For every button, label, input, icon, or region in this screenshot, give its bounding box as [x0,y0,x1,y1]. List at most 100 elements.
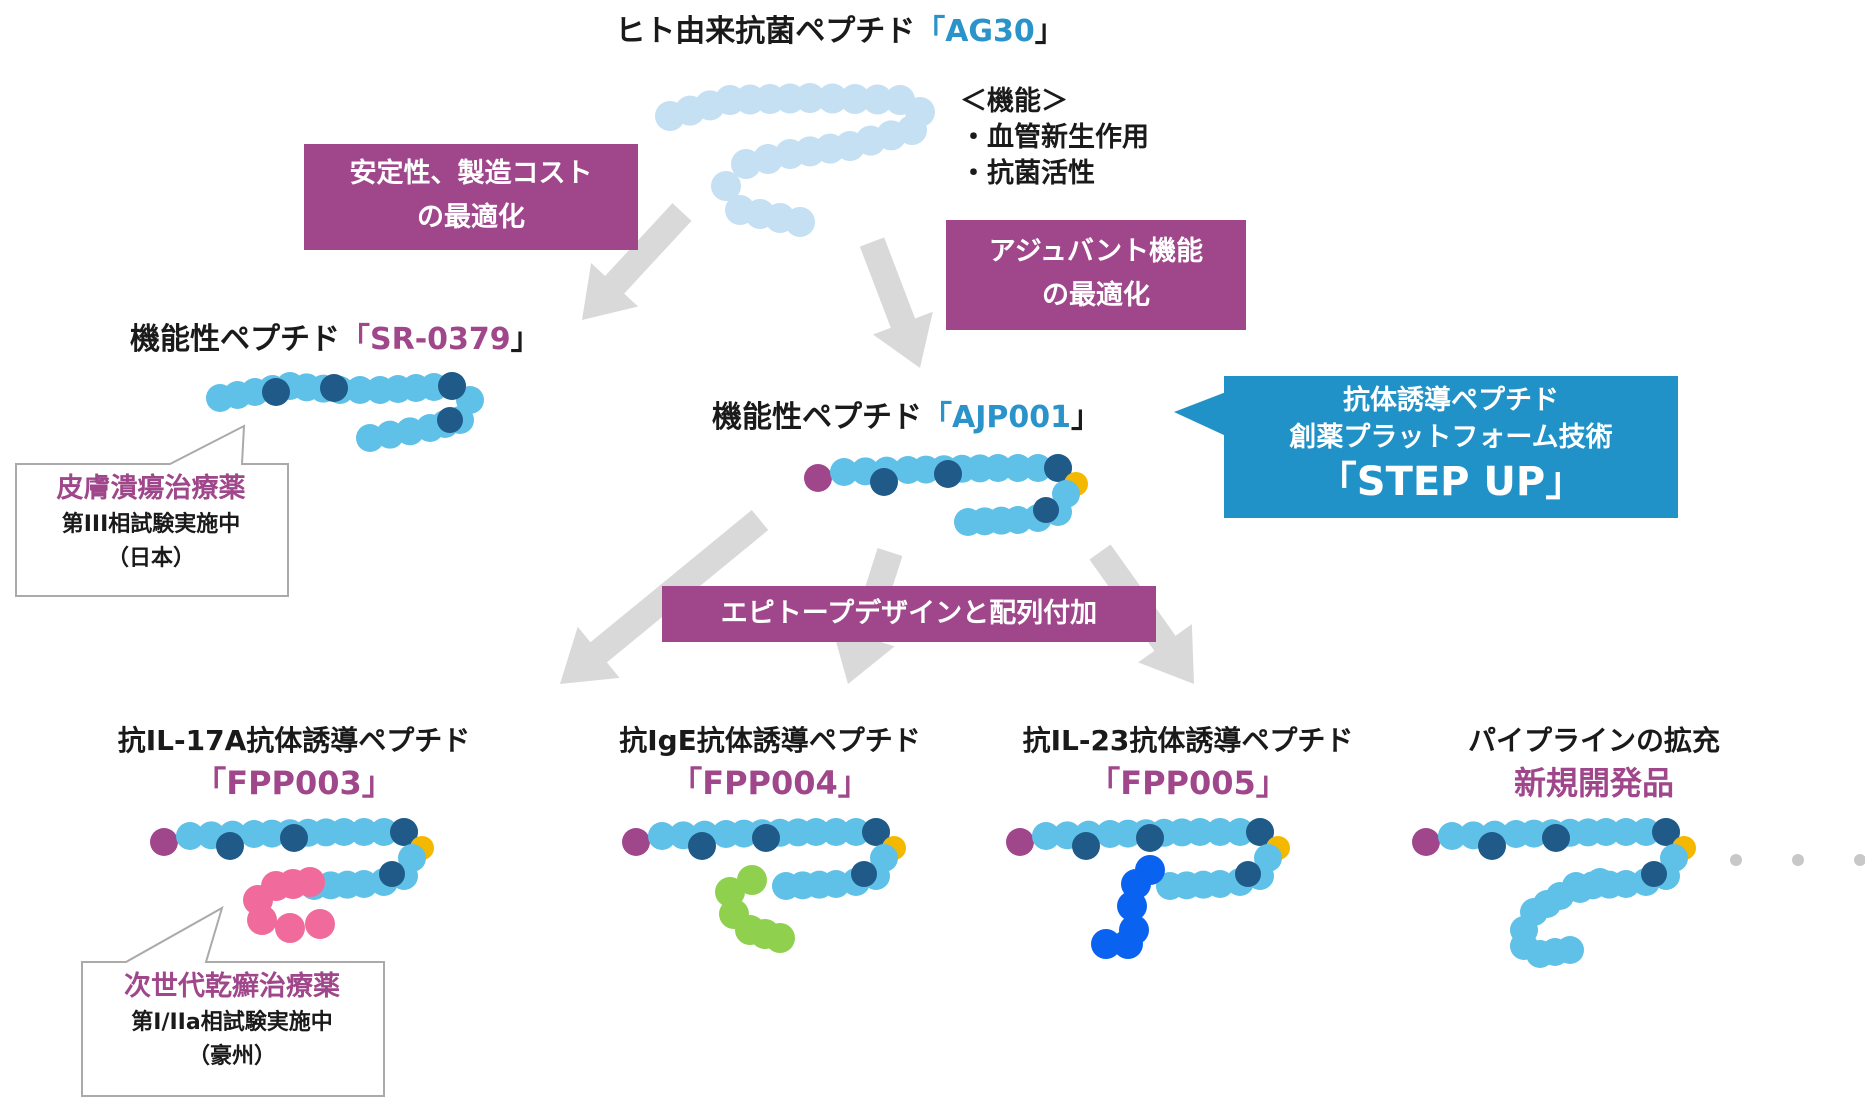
fpp005-name: 抗IL-23抗体誘導ペプチド [1022,724,1354,757]
peptide-bead [1032,822,1060,850]
peptide-bead [984,454,1012,482]
ag30-bead [711,171,741,201]
adjuvant-optimization-line2: の最適化 [1042,280,1150,311]
flow-arrow [582,203,692,320]
epitope-bead [1091,929,1121,959]
dark-bead [688,832,716,860]
sr0379-callout-name: 皮膚潰瘍治療薬 [56,473,246,504]
sr0379-title-text: 機能性ペプチド [130,322,340,357]
fpp003-name: 抗IL-17A抗体誘導ペプチド [117,724,471,757]
peptide-bead [1226,818,1254,846]
dark-bead [216,832,244,860]
sr-bead [356,424,384,452]
peptide-bead [1592,818,1620,846]
product-fpp005: 抗IL-23抗体誘導ペプチド 「FPP005」 [988,720,1388,804]
ag30-code: AG30 [945,14,1035,49]
sr0379-callout: 皮膚潰瘍治療薬 第III相試験実施中 （日本） [16,470,286,576]
function-note-item: ・血管新生作用 [960,122,1149,153]
product-pipeline: パイプラインの拡充 新規開発品 [1424,720,1764,804]
dark-bead [262,378,290,406]
stepup-line1: 抗体誘導ペプチド [1343,385,1559,416]
ag30-bead [817,83,848,114]
ag30-bead [862,84,893,115]
peptide-bead [1024,454,1052,482]
adjuvant-optimization-line1: アジュバント機能 [988,236,1204,267]
ag30-title: ヒト由来抗菌ペプチド「AG30」 [560,6,1120,50]
ajp001-code: AJP001 [952,400,1071,435]
peptide-bead [176,822,204,850]
epitope-bead [1117,891,1147,921]
start-bead [1412,828,1440,856]
fpp003-code: 「FPP003」 [194,764,394,802]
dark-bead [862,818,890,846]
start-bead [150,828,178,856]
flow-arrow [859,237,933,368]
dark-bead [1235,861,1261,887]
dark-bead [1542,824,1570,852]
product-fpp004: 抗IgE抗体誘導ペプチド 「FPP004」 [580,720,960,804]
ag30-bead [785,207,815,237]
peptide-bead [1004,454,1032,482]
fpp004-name: 抗IgE抗体誘導ペプチド [619,724,921,757]
sr0379-close-bracket: 」 [510,322,541,357]
sr0379-callout-region: （日本） [106,546,195,571]
dark-bead [379,861,405,887]
stepup-pointer [1174,392,1226,436]
peptide-bead [1186,818,1214,846]
ajp001-close-bracket: 」 [1071,400,1101,435]
sr0379-open-bracket: 「 [340,322,370,357]
dark-bead [1072,832,1100,860]
epitope-bead [247,905,277,935]
dark-bead [280,824,308,852]
stepup-box: 抗体誘導ペプチド 創薬プラットフォーム技術 「STEP UP」 [1224,376,1678,518]
peptide-bead [1556,936,1584,964]
peptide-bead [1612,818,1640,846]
peptide-bead [802,818,830,846]
ajp001-open-bracket: 「 [922,400,952,435]
sr-bead [346,376,374,404]
pipeline-code: 新規開発品 [1513,764,1674,802]
dark-bead [1478,832,1506,860]
fpp004-code: 「FPP004」 [670,764,870,802]
dark-bead [1652,818,1680,846]
stepup-line3: 「STEP UP」 [1316,459,1586,505]
peptide-bead [350,818,378,846]
peptide-bead [772,872,800,900]
start-bead [1006,828,1034,856]
fpp003-callout-region: （豪州） [187,1044,276,1069]
dark-bead [1033,497,1059,523]
dark-bead [1246,818,1274,846]
sr0379-callout-frame [15,424,289,597]
dark-bead [1641,861,1667,887]
peptide-bead [1438,822,1466,850]
dark-bead [870,468,898,496]
dark-bead [752,824,780,852]
peptide-bead [822,818,850,846]
start-bead [804,464,832,492]
sr0379-code: SR-0379 [370,322,511,357]
fpp003-callout: 次世代乾癬治療薬 第I/IIa相試験実施中 （豪州） [82,968,382,1074]
fpp003-callout-phase: 第I/IIa相試験実施中 [131,1010,333,1035]
more-dot [1730,854,1742,866]
peptide-bead [330,818,358,846]
function-note-item: ・抗菌活性 [960,158,1095,189]
fpp003-callout-frame [81,905,385,1097]
function-note-heading: ＜機能＞ [960,86,1068,117]
more-dot [1854,854,1865,866]
ag30-title-text: ヒト由来抗菌ペプチド [615,14,916,49]
adjuvant-optimization-box: アジュバント機能 の最適化 [946,220,1246,330]
epitope-design-label: エピトープデザインと配列付加 [720,598,1098,629]
fpp003-callout-name: 次世代乾癬治療薬 [124,971,340,1002]
optimization-cost-line2: の最適化 [417,202,525,233]
peptide-bead [1156,872,1184,900]
dark-bead [390,818,418,846]
fpp005-code: 「FPP005」 [1088,764,1288,802]
dark-bead [320,374,348,402]
dark-bead [438,372,466,400]
ajp001-title: 機能性ペプチド「AJP001」 [712,392,1101,436]
epitope-bead [275,913,305,943]
dark-bead [934,460,962,488]
epitope-design-box: エピトープデザインと配列付加 [662,586,1156,642]
optimization-cost-line1: 安定性、製造コスト [349,158,593,189]
